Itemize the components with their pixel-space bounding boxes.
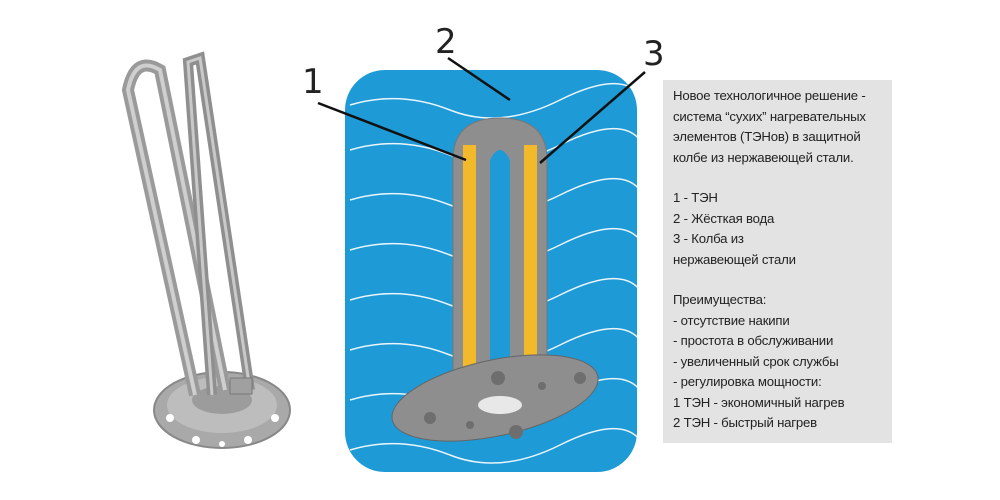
advantage-item: - простота в обслуживании [673, 333, 834, 348]
advantage-item: - отсутствие накипи [673, 312, 790, 328]
intro-line: система “сухих” нагревательных [673, 108, 866, 124]
callout-2: 2 [435, 22, 457, 62]
advantages-title: Преимущества: [673, 292, 767, 307]
description-panel: Новое технологичное решение - система “с… [663, 80, 892, 443]
legend-item: нержавеющей стали [673, 251, 796, 267]
intro-line: Новое технологичное решение - [673, 88, 866, 103]
legend-item: 1 - ТЭН [673, 190, 718, 205]
advantage-item: - увеличенный срок службы [673, 353, 839, 369]
intro-line: колбе из нержавеющей стали. [673, 149, 854, 165]
callout-3: 3 [643, 34, 665, 74]
legend-item: 3 - Колба из [673, 231, 744, 246]
water-tank-diagram [317, 56, 646, 472]
heating-element-photo [121, 51, 291, 449]
legend-item: 2 - Жёсткая вода [673, 210, 775, 226]
advantage-item: - регулировка мощности: [673, 374, 822, 389]
callout-1: 1 [302, 62, 324, 102]
intro-line: элементов (ТЭНов) в защитной [673, 129, 861, 144]
advantage-item: 2 ТЭН - быстрый нагрев [673, 415, 817, 430]
advantage-item: 1 ТЭН - экономичный нагрев [673, 394, 845, 410]
